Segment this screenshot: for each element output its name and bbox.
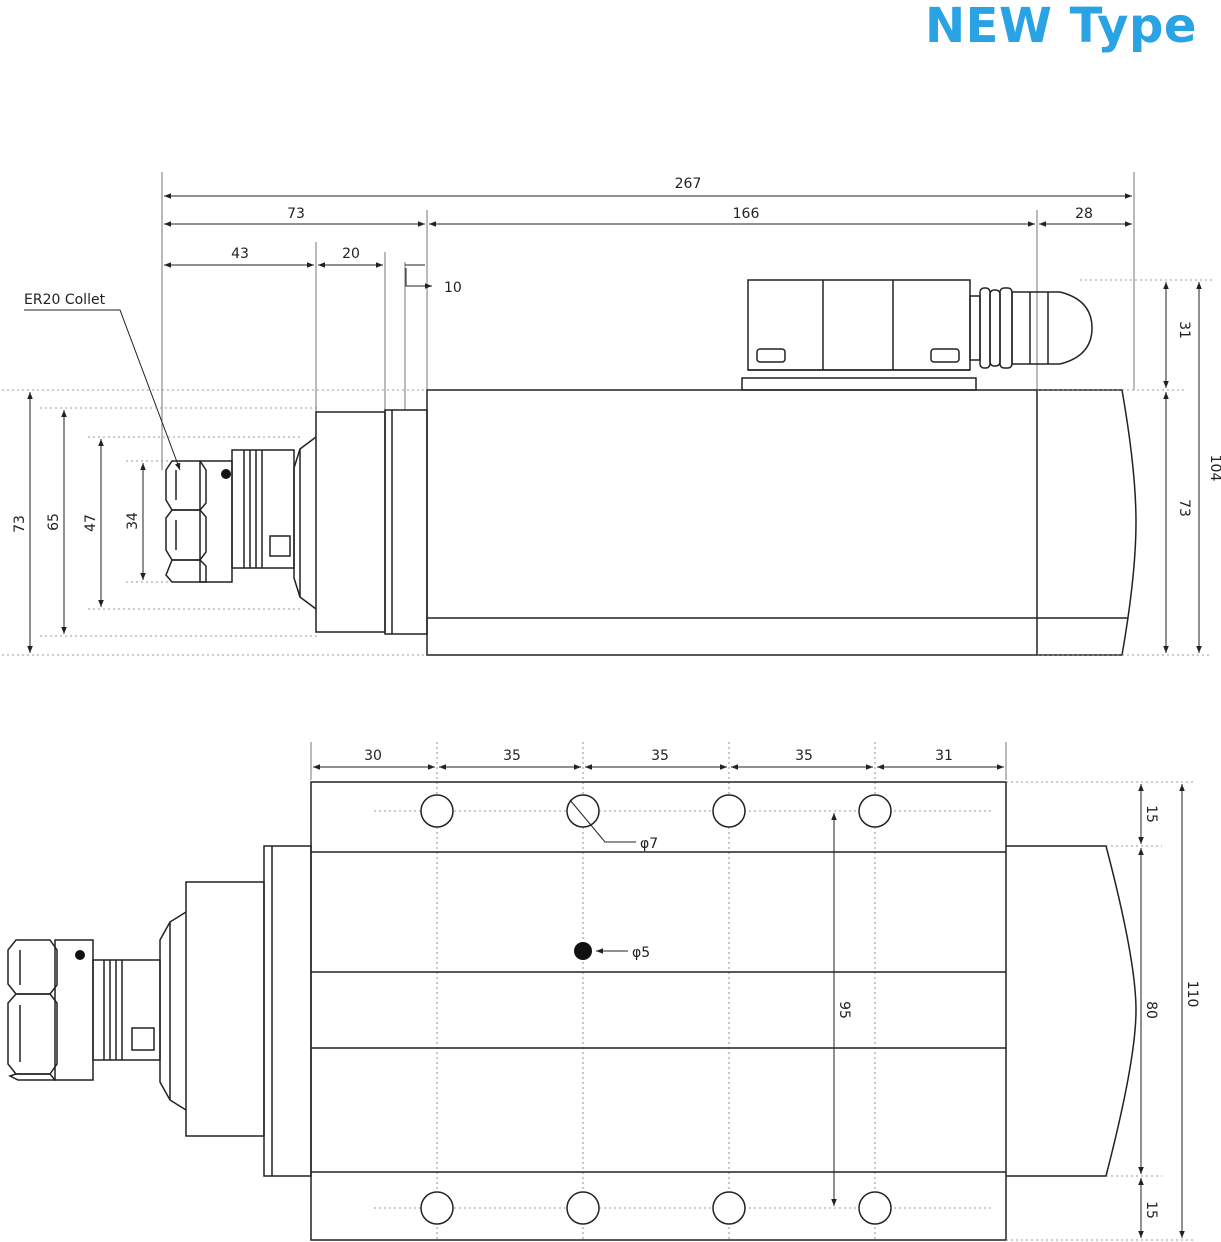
collet-callout: ER20 Collet	[24, 292, 106, 308]
dim-spacing-3: 35	[651, 748, 669, 764]
dim-flange-length: 10	[444, 280, 462, 296]
side-view: 267 73 166 28 43 20 10 ER20 Collet 73 65	[2, 172, 1221, 656]
dim-spacing-1: 30	[364, 748, 382, 764]
dim-total-height: 104	[1207, 455, 1221, 482]
page-title: NEW Type	[925, 0, 1197, 54]
dim-body-length: 166	[733, 206, 760, 222]
dim-body-height: 73	[1176, 499, 1192, 517]
dim-spacing-5: 31	[935, 748, 953, 764]
dim-tail-length: 28	[1075, 206, 1093, 222]
dim-middle-width: 80	[1143, 1001, 1159, 1019]
dim-collet-length: 43	[231, 246, 249, 262]
dim-spacing-2: 35	[503, 748, 521, 764]
top-view: 30 35 35 35 31 φ7 φ5	[7, 742, 1200, 1241]
dim-nut-height: 65	[46, 513, 62, 531]
dim-front-length: 73	[287, 206, 305, 222]
dim-flange-height: 73	[12, 515, 28, 533]
dim-total-length: 267	[675, 176, 702, 192]
dim-cone-height: 47	[83, 514, 99, 532]
hole-diameter-label: φ7	[640, 836, 658, 852]
dim-edge-top: 15	[1143, 805, 1159, 823]
dim-hole-span: 95	[836, 1001, 852, 1019]
dim-box-height: 31	[1176, 321, 1192, 339]
dim-spacing-4: 35	[795, 748, 813, 764]
dim-edge-bottom: 15	[1143, 1201, 1159, 1219]
dim-nut-length: 20	[342, 246, 360, 262]
dim-total-width: 110	[1184, 981, 1200, 1008]
dim-collet-height: 34	[125, 512, 141, 530]
center-hole-label: φ5	[632, 945, 650, 961]
